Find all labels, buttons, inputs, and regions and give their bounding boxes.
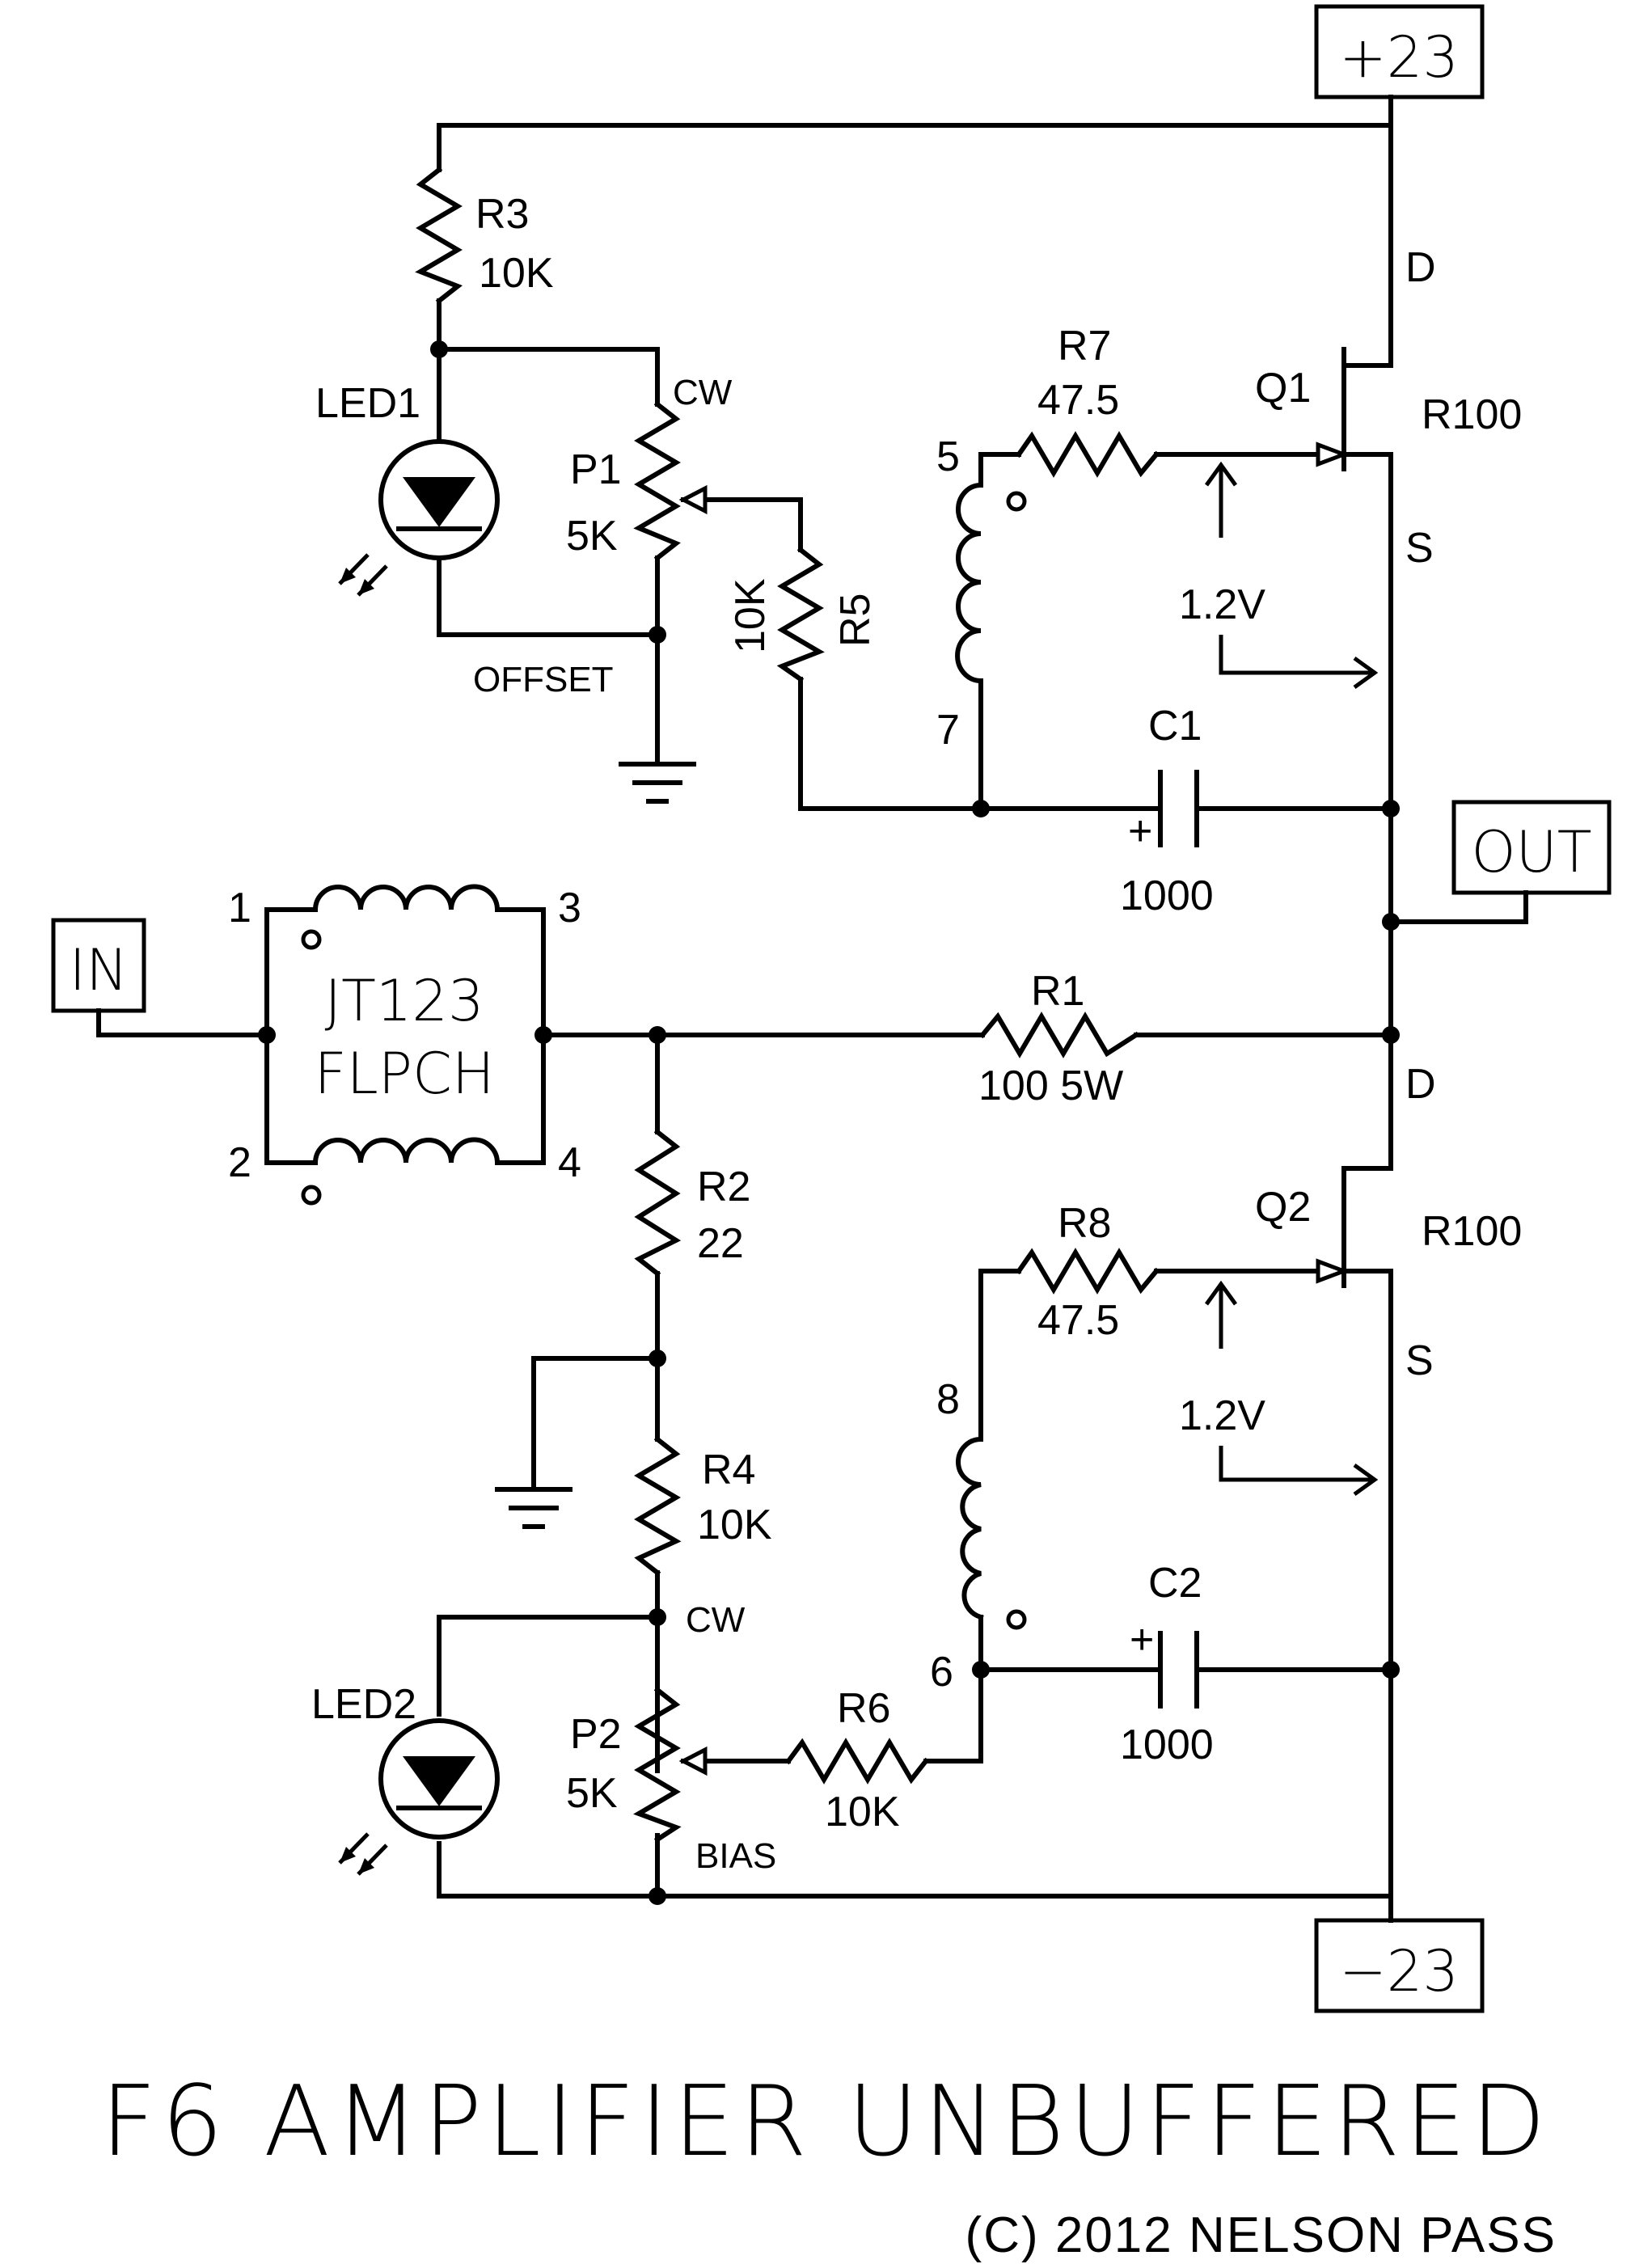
q2-drain-label: D	[1405, 1061, 1436, 1108]
r7-ref-label: R7	[1058, 323, 1111, 370]
copyright-notice: (C) 2012 NELSON PASS	[965, 2207, 1557, 2263]
led1-ref-label: LED1	[315, 380, 420, 427]
p2-cw-label: CW	[686, 1600, 746, 1640]
r3-ref-label: R3	[475, 191, 529, 238]
q2-vgs-label: 1.2V	[1179, 1392, 1265, 1439]
q1-mosfet	[1316, 347, 1350, 471]
page-title: F6 AMPLIFIER UNBUFFERED	[101, 2066, 1551, 2178]
output-label: OUT	[1471, 819, 1591, 885]
p1-cw-label: CW	[673, 373, 733, 412]
q1-source-label: S	[1405, 525, 1434, 572]
p2-value-label: 5K	[566, 1770, 618, 1817]
r6-value-label: 10K	[825, 1789, 900, 1835]
q2-vgs-arrow	[1204, 1280, 1379, 1497]
negative-rail-box: −23	[1314, 1918, 1485, 2013]
r1-value-label: 100 5W	[978, 1062, 1123, 1109]
pin-7-label: 7	[936, 707, 960, 754]
r5-value-label: 10K	[727, 578, 774, 653]
r5-resistor	[776, 546, 825, 683]
q2-mosfet	[1316, 1166, 1350, 1288]
q2-source-label: S	[1405, 1337, 1434, 1384]
q2-ref-label: Q2	[1255, 1184, 1311, 1231]
transformer-pin-3-label: 3	[558, 885, 581, 931]
ground-symbol-bottom	[495, 1487, 572, 1529]
c2-ref-label: C2	[1148, 1560, 1202, 1607]
pin-8-label: 8	[936, 1376, 960, 1423]
input-transformer-secondary-coil	[301, 1137, 501, 1206]
r4-value-label: 10K	[697, 1502, 772, 1548]
r2-resistor	[634, 1128, 682, 1278]
transformer-pin-4-label: 4	[558, 1139, 581, 1186]
c2-polarity-mark: +	[1130, 1616, 1154, 1663]
r5-ref-label: R5	[832, 593, 879, 647]
negative-rail-label: −23	[1339, 1938, 1459, 2004]
p1-value-label: 5K	[566, 513, 618, 560]
transformer-variant-label: FLPCH	[315, 1041, 495, 1107]
c1-polarity-mark: +	[1128, 808, 1152, 855]
q2-part-label: R100	[1422, 1208, 1522, 1255]
r2-value-label: 22	[697, 1220, 744, 1267]
r1-ref-label: R1	[1031, 968, 1084, 1015]
wires	[96, 95, 1528, 1923]
q1-drain-label: D	[1405, 244, 1436, 291]
r4-ref-label: R4	[702, 1447, 755, 1493]
r2-ref-label: R2	[697, 1164, 750, 1210]
p2-potentiometer	[633, 1686, 708, 1844]
c1-capacitor: +	[1128, 770, 1199, 855]
pin-6-label: 6	[930, 1649, 953, 1696]
r7-resistor	[1015, 431, 1160, 478]
positive-rail-box: +23	[1314, 4, 1485, 99]
led2-ref-label: LED2	[311, 1681, 416, 1728]
p1-potentiometer	[633, 400, 708, 562]
p2-ref-label: P2	[570, 1711, 622, 1758]
transformer-pin-1-label: 1	[228, 885, 251, 931]
transformer-model-label: JT123	[324, 968, 484, 1034]
c2-capacitor: +	[1130, 1616, 1199, 1709]
r4-resistor	[634, 1435, 682, 1577]
input-transformer-primary-coil	[301, 884, 501, 950]
c1-value-label: 1000	[1120, 872, 1214, 919]
r3-value-label: 10K	[479, 250, 554, 297]
r8-value-label: 47.5	[1037, 1297, 1119, 1344]
q1-vgs-label: 1.2V	[1179, 581, 1265, 628]
ground-symbol-top	[619, 762, 696, 804]
c2-value-label: 1000	[1120, 1721, 1214, 1768]
transformer-pin-2-label: 2	[228, 1139, 251, 1186]
r8-resistor	[1015, 1248, 1160, 1295]
q1-part-label: R100	[1422, 391, 1522, 438]
q2-gate-winding	[956, 1436, 1027, 1630]
c1-ref-label: C1	[1148, 703, 1202, 750]
r7-value-label: 47.5	[1037, 377, 1119, 424]
p1-ref-label: P1	[570, 446, 622, 493]
junction-dots	[258, 340, 1400, 1905]
r8-ref-label: R8	[1058, 1200, 1111, 1247]
led1-diode	[338, 439, 500, 597]
q1-vgs-arrow	[1204, 461, 1379, 690]
positive-rail-label: +23	[1339, 24, 1459, 91]
q1-ref-label: Q1	[1255, 365, 1311, 412]
pin-5-label: 5	[936, 433, 960, 480]
r6-ref-label: R6	[837, 1685, 890, 1732]
r6-resistor	[784, 1738, 930, 1785]
p1-function-label: OFFSET	[473, 660, 614, 699]
p2-function-label: BIAS	[695, 1836, 776, 1876]
input-box: IN	[51, 918, 146, 1013]
input-label: IN	[69, 937, 128, 1003]
r3-resistor	[415, 166, 463, 305]
r1-resistor	[978, 1012, 1140, 1058]
led2-diode	[338, 1718, 500, 1876]
q1-gate-winding	[955, 482, 1027, 684]
output-box: OUT	[1451, 800, 1612, 895]
